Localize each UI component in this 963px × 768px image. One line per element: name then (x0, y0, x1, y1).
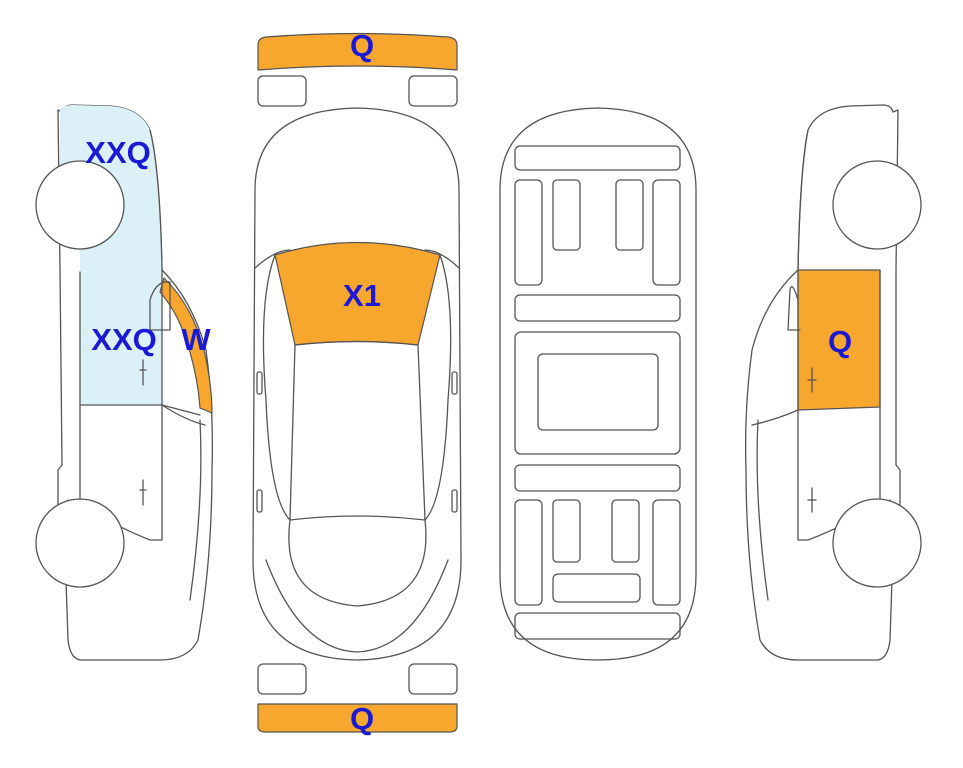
top-body-outline (252, 107, 462, 661)
windshield-label: X1 (343, 278, 381, 313)
left-front-door-label: XXQ (91, 322, 156, 357)
left-a-pillar-region (159, 277, 213, 414)
front-bumper-label: Q (350, 28, 374, 63)
front-left-light (257, 75, 307, 107)
left-rear-wheel (35, 498, 125, 588)
right-door-label: Q (828, 324, 852, 359)
left-front-wheel (35, 160, 125, 250)
front-right-light (408, 75, 458, 107)
front-bumper-region (257, 32, 458, 71)
rear-left-light (257, 663, 307, 695)
underbody-outline (499, 107, 697, 661)
right-rear-wheel (832, 498, 922, 588)
left-side-view (35, 104, 214, 661)
rear-bumper-label: Q (350, 701, 374, 736)
rear-right-light (408, 663, 458, 695)
underbody-view (499, 107, 697, 661)
rear-bumper-region (257, 703, 458, 733)
left-front-door-region (80, 270, 162, 405)
top-view (252, 32, 462, 733)
left-front-fender-label: XXQ (85, 135, 150, 170)
left-a-pillar-label: W (181, 322, 211, 357)
right-side-view (744, 104, 922, 661)
right-front-wheel (832, 160, 922, 250)
